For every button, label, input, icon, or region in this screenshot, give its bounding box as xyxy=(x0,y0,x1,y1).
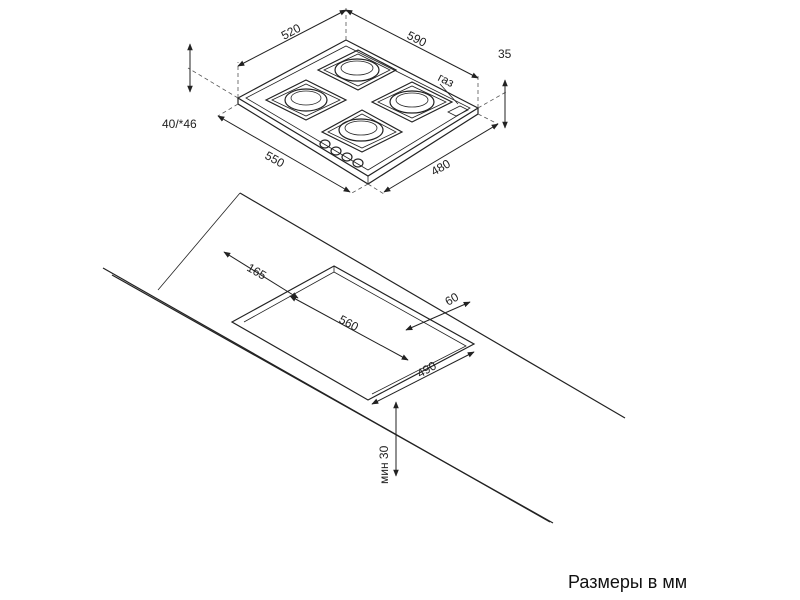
dim-560-label: 560 xyxy=(337,312,362,334)
dim-165-label: 165 xyxy=(245,260,270,282)
dim-590-label: 590 xyxy=(405,28,429,50)
dim-520-label: 520 xyxy=(279,21,304,43)
countertop-back-edge xyxy=(239,192,626,419)
burner-left xyxy=(264,79,348,121)
dim-480-label: 480 xyxy=(429,156,454,178)
countertop-front-edge-lower xyxy=(111,274,554,524)
dim-35-label: 35 xyxy=(498,47,512,61)
dim-40-46-label: 40/*46 xyxy=(162,117,197,131)
dim-60-label: 60 xyxy=(443,290,462,309)
dim-550-label: 550 xyxy=(263,148,288,170)
units-caption: Размеры в мм xyxy=(568,572,688,592)
countertop-drawing: 165 560 60 490 мин 30 xyxy=(102,192,626,524)
hob-drawing: 520 590 35 газ 40/*46 550 480 xyxy=(162,6,512,195)
gas-inlet xyxy=(447,105,469,117)
burner-front xyxy=(320,109,404,153)
burner-right xyxy=(370,81,454,123)
gas-label: газ xyxy=(436,70,457,90)
dim-min-30-label: мин 30 xyxy=(377,445,391,484)
burner-back xyxy=(316,49,398,91)
